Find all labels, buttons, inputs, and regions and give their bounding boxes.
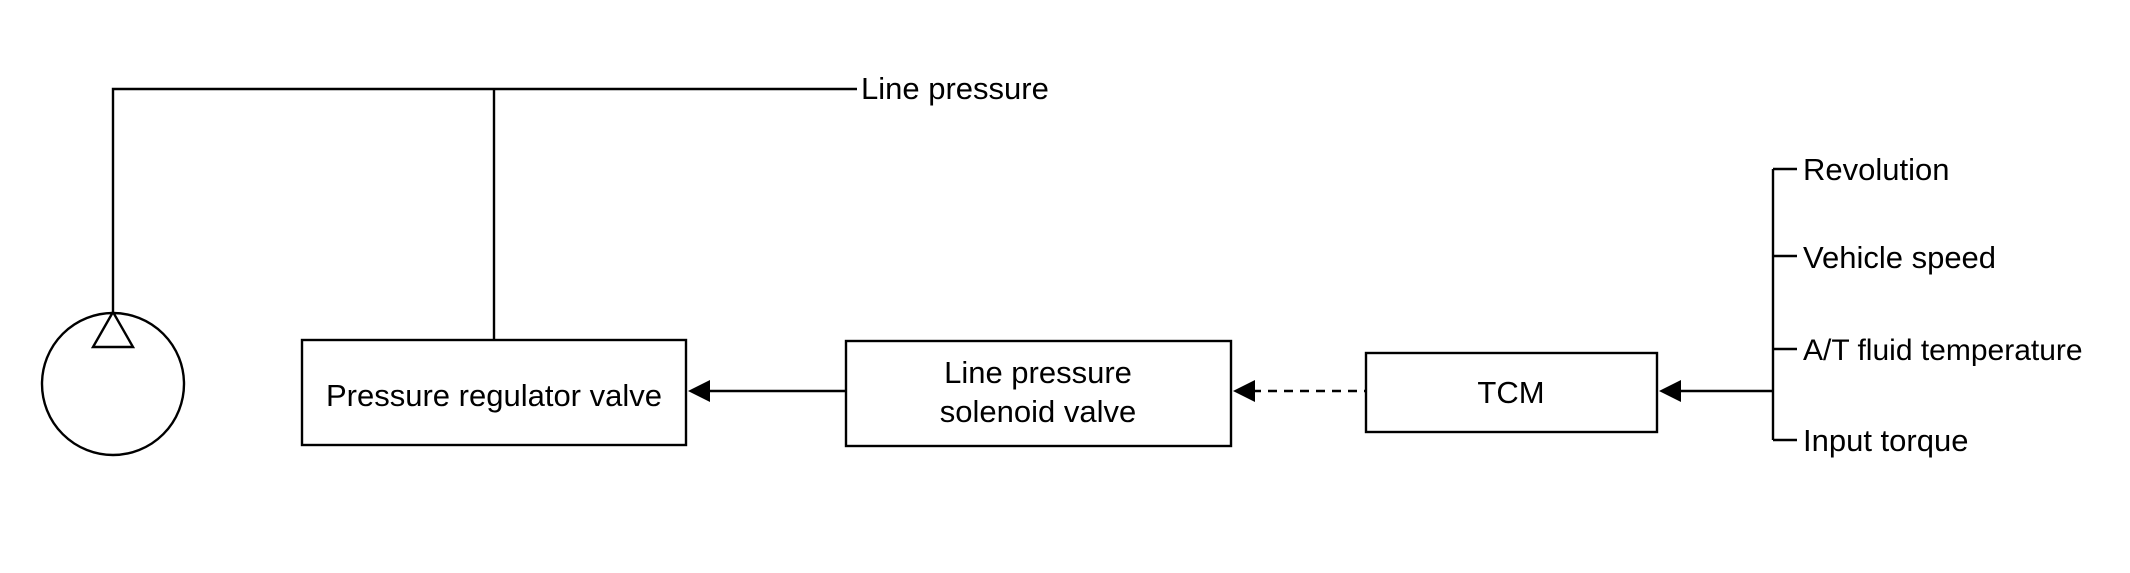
- line-pressure-label: Line pressure: [861, 71, 1049, 106]
- solenoid-valve-label-line1: Line pressure: [944, 355, 1132, 390]
- oil-pump-icon: [40, 309, 186, 457]
- solenoid-valve-label-line2: solenoid valve: [940, 394, 1136, 429]
- tcm-label: TCM: [1477, 375, 1544, 410]
- line-pressure-line: [111, 87, 857, 312]
- tcm-box: TCM: [1364, 351, 1659, 434]
- tcm-to-solenoid-arrow: [1233, 380, 1255, 402]
- solenoid-to-regulator-arrow: [688, 380, 710, 402]
- input-vehicle-speed-label: Vehicle speed: [1803, 240, 1996, 275]
- input-revolution-label: Revolution: [1803, 152, 1949, 187]
- inputs-to-tcm-arrow: [1659, 380, 1681, 402]
- input-torque-label: Input torque: [1803, 423, 1968, 458]
- line-pressure-solenoid-valve-box: Line pressure solenoid valve: [844, 339, 1233, 448]
- pressure-regulator-valve-box: Pressure regulator valve: [300, 338, 688, 447]
- pressure-regulator-valve-label: Pressure regulator valve: [326, 378, 662, 413]
- input-signals-bracket: [1771, 167, 1797, 442]
- input-fluid-temperature-label: A/T fluid temperature: [1803, 334, 2083, 367]
